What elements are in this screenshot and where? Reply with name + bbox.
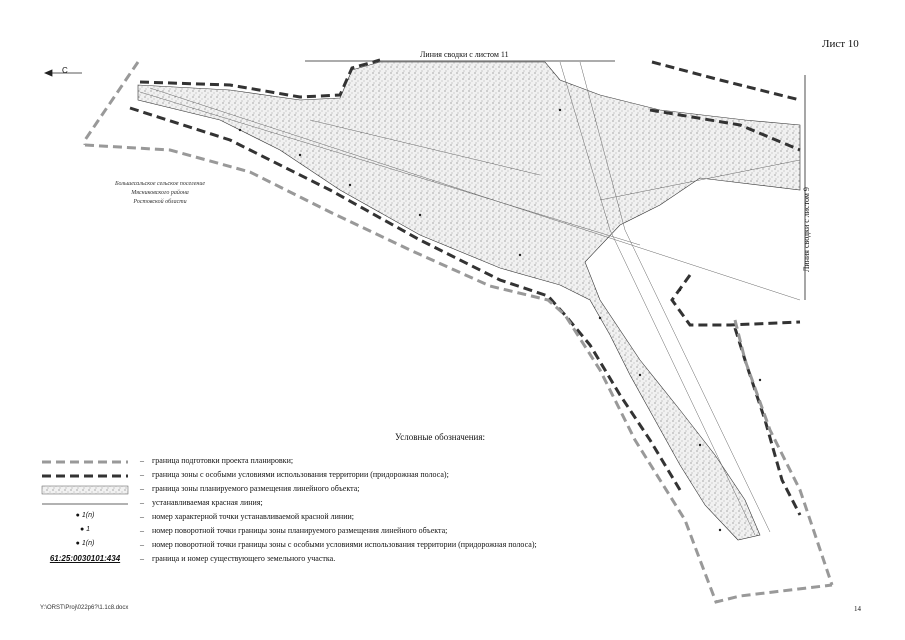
point-buffer-symbol: ● 1(n) bbox=[75, 540, 95, 547]
thin-line-symbol bbox=[42, 503, 128, 505]
page-number: 14 bbox=[854, 605, 861, 613]
legend-title: Условные обозначения: bbox=[395, 432, 486, 442]
point-markers bbox=[238, 108, 762, 532]
point-zone-symbol: ● 1 bbox=[79, 526, 91, 533]
match-line-top-label: Линия сводки с листом 11 bbox=[420, 50, 509, 59]
legend-item: ● 1(n) – номер поворотной точки границы … bbox=[40, 539, 720, 553]
legend: – граница подготовки проекта планировки;… bbox=[40, 455, 720, 567]
project-boundary bbox=[83, 61, 834, 604]
match-line-right-label: Линия сводки с листом 9 bbox=[802, 187, 811, 272]
north-arrow bbox=[43, 69, 82, 77]
legend-item: – граница зоны с особыми условиями испол… bbox=[40, 469, 720, 483]
settlement-label: Большесальское сельское поселение Мясник… bbox=[114, 181, 206, 205]
stippled-band-symbol bbox=[41, 485, 129, 495]
legend-item: – граница подготовки проекта планировки; bbox=[40, 455, 720, 469]
legend-item: – устанавливаемая красная линия; bbox=[40, 497, 720, 511]
sheet-label: Лист 10 bbox=[822, 38, 859, 50]
dark-dashed-line-symbol bbox=[42, 474, 128, 478]
road-zone bbox=[137, 61, 801, 541]
legend-item: – граница зоны планируемого размещения л… bbox=[40, 483, 720, 497]
parcel-symbol: 61:25:0030101:434 bbox=[49, 554, 121, 563]
legend-item: 61:25:0030101:434 – граница и номер суще… bbox=[40, 553, 720, 567]
file-path: Y:\ORST\Proj\022p6?\1.1c8.docx bbox=[40, 605, 129, 611]
legend-item: ● 1(n) – номер характерной точки устанав… bbox=[40, 511, 720, 525]
road-lines bbox=[139, 61, 801, 536]
legend-item: ● 1 – номер поворотной точки границы зон… bbox=[40, 525, 720, 539]
point-red-line-symbol: ● 1(n) bbox=[75, 512, 95, 519]
grey-dashed-line-symbol bbox=[42, 460, 128, 464]
